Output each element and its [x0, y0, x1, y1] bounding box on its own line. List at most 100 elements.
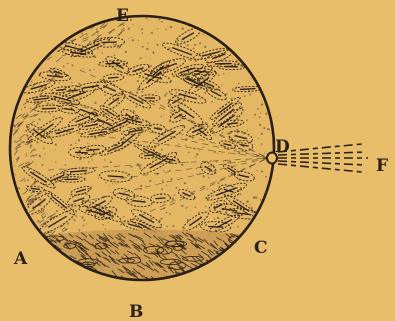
stipple-dot [139, 167, 141, 169]
sediment-hatch [47, 277, 53, 282]
stipple-dot [55, 149, 56, 150]
stipple-dot [37, 220, 39, 222]
stipple-dot [79, 96, 80, 97]
sediment-hatch [226, 251, 231, 256]
stipple-dot [147, 146, 148, 147]
sediment-hatch [27, 257, 34, 263]
sediment-hatch [240, 262, 247, 266]
stipple-dot [265, 176, 267, 178]
sediment-hatch [249, 265, 253, 271]
stipple-dot [88, 188, 90, 190]
sediment-hatch [28, 252, 36, 258]
sediment-hatch [62, 261, 70, 267]
stipple-dot [42, 107, 43, 108]
jet-line [278, 144, 362, 152]
stipple-dot [39, 119, 40, 120]
sediment-hatch [243, 275, 248, 279]
stipple-dot [247, 217, 248, 218]
stipple-dot [157, 28, 158, 29]
sediment-hatch [27, 234, 34, 237]
stipple-dot [159, 108, 160, 109]
stipple-dot [222, 132, 224, 134]
jet-line [278, 161, 366, 165]
stipple-dot [75, 215, 77, 217]
stipple-dot [168, 47, 170, 49]
stipple-dot [141, 199, 142, 200]
stipple-dot [250, 78, 251, 79]
stipple-dot [164, 95, 166, 97]
sediment-hatch [246, 242, 251, 245]
stipple-dot [214, 218, 216, 220]
sediment-hatch [25, 245, 31, 248]
stipple-dot [63, 65, 65, 67]
sediment-hatch [26, 244, 32, 248]
stipple-dot [141, 28, 143, 30]
stipple-dot [247, 130, 248, 131]
sediment-hatch [58, 272, 64, 276]
stipple-dot [166, 212, 168, 214]
stipple-dot [265, 112, 267, 114]
label-f: F [376, 156, 388, 176]
stipple-dot [187, 162, 189, 164]
stipple-dot [30, 107, 32, 109]
sediment-hatch [20, 272, 26, 277]
stipple-dot [112, 98, 114, 100]
stipple-dot [75, 143, 76, 144]
stipple-dot [172, 225, 174, 227]
stipple-dot [113, 43, 115, 45]
stipple-dot [211, 101, 213, 103]
sediment-hatch [31, 263, 38, 269]
stipple-dot [117, 99, 119, 101]
sediment-hatch [265, 261, 270, 266]
stipple-dot [146, 18, 148, 20]
sediment-hatch [241, 240, 247, 246]
sediment-hatch [190, 275, 197, 279]
stipple-dot [105, 182, 106, 183]
stipple-dot [264, 153, 265, 154]
stipple-dot [153, 52, 155, 54]
stipple-dot [51, 93, 52, 94]
stipple-dot [112, 183, 113, 184]
stipple-dot [65, 164, 67, 166]
sediment-hatch [35, 236, 41, 239]
stipple-dot [161, 21, 163, 23]
cell-stroke [106, 63, 120, 64]
stipple-dot [168, 68, 169, 69]
stipple-dot [204, 46, 206, 48]
stipple-dot [113, 122, 114, 123]
stipple-dot [114, 55, 115, 56]
stipple-dot [205, 224, 207, 226]
stipple-dot [135, 106, 137, 108]
stipple-dot [162, 179, 163, 180]
sediment-hatch [231, 250, 236, 255]
stipple-dot [184, 41, 185, 42]
stipple-dot [161, 188, 163, 190]
stipple-dot [150, 58, 151, 59]
stipple-dot [91, 159, 92, 160]
sediment-hatch [243, 276, 250, 280]
stipple-dot [74, 219, 76, 221]
sediment-hatch [30, 272, 34, 277]
sediment-hatch [261, 258, 267, 261]
stipple-dot [138, 40, 139, 41]
stipple-dot [188, 59, 190, 61]
sediment-hatch [39, 280, 46, 285]
sediment-hatch [208, 267, 216, 272]
sediment-hatch [67, 278, 72, 282]
sediment-hatch [247, 278, 255, 283]
stipple-dot [251, 207, 253, 209]
sediment-hatch [229, 257, 233, 260]
stipple-dot [214, 195, 215, 196]
sediment-hatch [211, 262, 218, 266]
stipple-dot [97, 34, 99, 36]
stipple-dot [83, 68, 84, 69]
stipple-dot [221, 84, 222, 85]
stipple-dot [181, 164, 183, 166]
stipple-dot [143, 107, 144, 108]
stipple-dot [80, 122, 81, 123]
stipple-dot [75, 46, 76, 47]
sediment-hatch [93, 278, 99, 281]
stipple-dot [85, 33, 87, 35]
sediment-hatch [75, 273, 83, 277]
stipple-dot [83, 225, 85, 227]
